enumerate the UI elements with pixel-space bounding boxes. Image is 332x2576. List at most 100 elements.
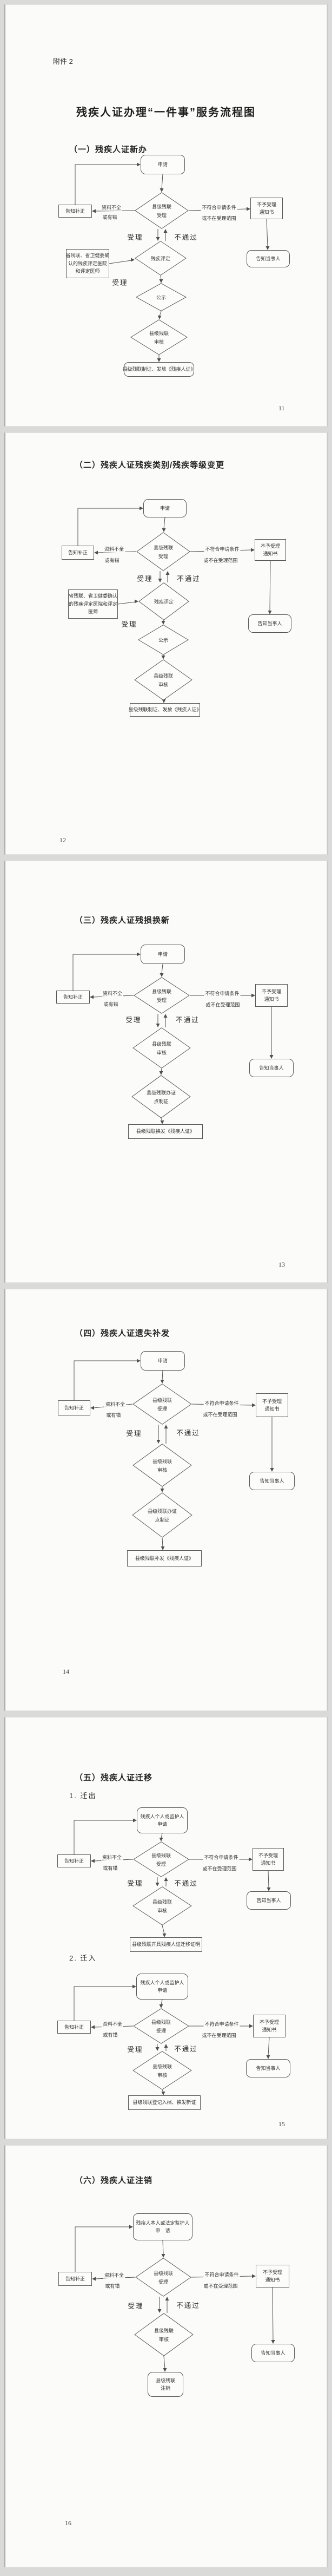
correction-in-label: 告知补正 bbox=[64, 2024, 84, 2030]
page-number: 11 bbox=[278, 404, 285, 412]
inform-party-label: 告知当事人 bbox=[256, 255, 281, 261]
review-line1: 县级残联 bbox=[154, 2328, 174, 2334]
not-eligible-label-2: 或不在受理范围 bbox=[202, 556, 239, 564]
publicity-label: 公示 bbox=[156, 294, 166, 300]
reject-line2: 通知书 bbox=[263, 551, 278, 556]
inform-party-label: 告知当事人 bbox=[260, 1478, 284, 1484]
incomplete-label-2: 或有错 bbox=[103, 556, 121, 564]
incomplete-label-2: 或有错 bbox=[102, 1864, 119, 1872]
correction-box: 告知补正 bbox=[58, 205, 92, 218]
review-line2: 审核 bbox=[157, 1467, 167, 1473]
reject-line1: 不予受理 bbox=[262, 2269, 282, 2275]
accept-line1: 县级残联 bbox=[153, 2270, 173, 2276]
apply-box: 申请 bbox=[141, 1351, 185, 1371]
issue-label: 县级残联换发《残疾人证》 bbox=[136, 1129, 195, 1135]
correction-label: 告知补正 bbox=[68, 549, 88, 555]
review-line2: 审核 bbox=[154, 339, 164, 345]
review-line2: 审核 bbox=[158, 2336, 169, 2342]
inform-party-label: 告知当事人 bbox=[261, 2350, 285, 2356]
not-eligible-label-2: 或不在受理范围 bbox=[202, 2282, 239, 2290]
correction-box: 告知补正 bbox=[62, 546, 94, 560]
not-eligible-label-2: 或不在受理范围 bbox=[204, 1001, 241, 1008]
review-line1: 县级残联 bbox=[153, 673, 173, 679]
reject-out-line1: 不予受理 bbox=[258, 1852, 278, 1858]
review-line1: 县级残联 bbox=[149, 330, 169, 336]
cancel-line1: 县级残联 bbox=[155, 2377, 175, 2383]
review-diamond: 县级残联 审核 bbox=[132, 1444, 192, 1487]
incomplete-label-2: 或有错 bbox=[104, 2282, 121, 2290]
reject-notice-box: 不予受理 通知书 bbox=[256, 2265, 289, 2287]
inform-party-in-label: 告知当事人 bbox=[256, 2065, 281, 2071]
document-page-6: （六）残疾人证注销 残疾人本人或法定监护人 申 请 县级残联 受理 告知补正 资… bbox=[4, 2145, 327, 2567]
publicity-diamond: 公示 bbox=[136, 283, 187, 311]
not-eligible-label-1-in: 不符合申请条件 bbox=[203, 2020, 240, 2028]
accepted-label: 受理 bbox=[127, 233, 143, 241]
incomplete-label-1: 资料不全 bbox=[103, 2271, 125, 2279]
assessor-info-box: 省残联、省卫健委确认 的残疾评定医院和评定 医师 bbox=[68, 589, 118, 619]
not-eligible-label-2: 或不在受理范围 bbox=[201, 214, 237, 222]
reject-in-line2: 通知书 bbox=[262, 2027, 277, 2033]
issue-box: 县级残联换发《残疾人证》 bbox=[128, 1124, 203, 1139]
apply-box-out: 残疾人个人或监护人 申请 bbox=[137, 1807, 188, 1833]
subsection-out: 1. 迁出 bbox=[69, 1792, 97, 1800]
incomplete-label-2-in: 或有错 bbox=[102, 2031, 119, 2038]
accept-diamond: 县级残联 受理 bbox=[135, 192, 189, 229]
transfer-out-label: 县级残联开具残疾人证迁移证明 bbox=[131, 1942, 200, 1948]
document-page-4: （四）残疾人证遗失补发 申请 县级残联 受理 告知补正 资料不全 或有错 不符合… bbox=[4, 1289, 327, 1711]
inform-party-box: 告知当事人 bbox=[247, 250, 290, 267]
reject-line2: 通知书 bbox=[264, 997, 279, 1002]
accept-line2: 受理 bbox=[158, 553, 168, 559]
apply-label: 申请 bbox=[157, 161, 168, 167]
accept-diamond-out: 县级残联 受理 bbox=[133, 1841, 189, 1877]
review-line1: 县级残联 bbox=[152, 1458, 172, 1464]
accept-line1: 县级残联 bbox=[151, 204, 171, 209]
accept-line2: 受理 bbox=[156, 997, 167, 1003]
flow-connectors bbox=[72, 952, 274, 1124]
page-number: 15 bbox=[278, 2120, 285, 2128]
not-eligible-label-2-in: 或不在受理范围 bbox=[201, 2031, 237, 2039]
reject-line2: 通知书 bbox=[264, 1406, 280, 1412]
not-passed-label: 不通过 bbox=[174, 233, 198, 241]
apply-out-line1: 残疾人个人或监护人 bbox=[140, 1813, 184, 1819]
document-title: 残疾人证办理“一件事”服务流程图 bbox=[76, 107, 256, 119]
accepted-label-2: 受理 bbox=[121, 620, 137, 628]
accept-in-line1: 县级残联 bbox=[151, 2019, 171, 2025]
not-eligible-label-1: 不符合申请条件 bbox=[201, 204, 237, 211]
section-title: （六）残疾人证注销 bbox=[75, 2176, 153, 2185]
section-title: （一）残疾人证新办 bbox=[69, 145, 148, 154]
page-number: 16 bbox=[65, 2519, 71, 2527]
correction-label: 告知补正 bbox=[65, 2276, 85, 2282]
subsection-in: 2. 迁入 bbox=[69, 1954, 97, 1962]
correction-box-in: 告知补正 bbox=[57, 2021, 91, 2034]
incomplete-label-1: 资料不全 bbox=[100, 204, 123, 211]
reject-in-line1: 不予受理 bbox=[259, 2019, 279, 2025]
correction-box-out: 告知补正 bbox=[57, 1854, 91, 1867]
reject-line2: 通知书 bbox=[265, 2277, 280, 2283]
assessor-info-line3: 医师 bbox=[88, 609, 98, 615]
review-diamond: 县级残联 审核 bbox=[134, 659, 192, 700]
apply-out-line2: 申请 bbox=[157, 1821, 167, 1827]
accepted-label: 受理 bbox=[137, 575, 153, 583]
transfer-out-box: 县级残联开具残疾人证迁移证明 bbox=[130, 1937, 202, 1952]
reject-line1: 不予受理 bbox=[260, 543, 280, 549]
accept-line2: 受理 bbox=[158, 2279, 168, 2285]
review-line2: 审核 bbox=[158, 681, 168, 687]
review-diamond-in: 县级残联 审核 bbox=[132, 2051, 192, 2090]
not-passed-label: 不通过 bbox=[176, 1016, 200, 1024]
inform-party-box: 告知当事人 bbox=[248, 614, 291, 633]
correction-label: 告知补正 bbox=[65, 208, 85, 214]
accepted-label: 受理 bbox=[125, 1016, 142, 1024]
correction-box: 告知补正 bbox=[58, 1400, 90, 1415]
correction-label: 告知补正 bbox=[64, 1405, 84, 1411]
accept-diamond: 县级残联 受理 bbox=[136, 532, 190, 571]
apply-label: 申请 bbox=[157, 951, 168, 957]
assessment-diamond: 残疾评定 bbox=[138, 582, 189, 620]
correction-out-label: 告知补正 bbox=[64, 1858, 84, 1864]
reject-notice-box: 不予受理 通知书 bbox=[255, 984, 288, 1007]
accept-out-line1: 县级残联 bbox=[151, 1852, 171, 1858]
inform-party-box: 告知当事人 bbox=[249, 1472, 295, 1490]
attachment-label: 附件 2 bbox=[53, 57, 73, 65]
inform-party-label: 告知当事人 bbox=[259, 1065, 284, 1071]
not-eligible-label-1: 不符合申请条件 bbox=[204, 989, 241, 997]
apply-line1: 残疾人本人或法定监护人 bbox=[136, 2220, 190, 2226]
